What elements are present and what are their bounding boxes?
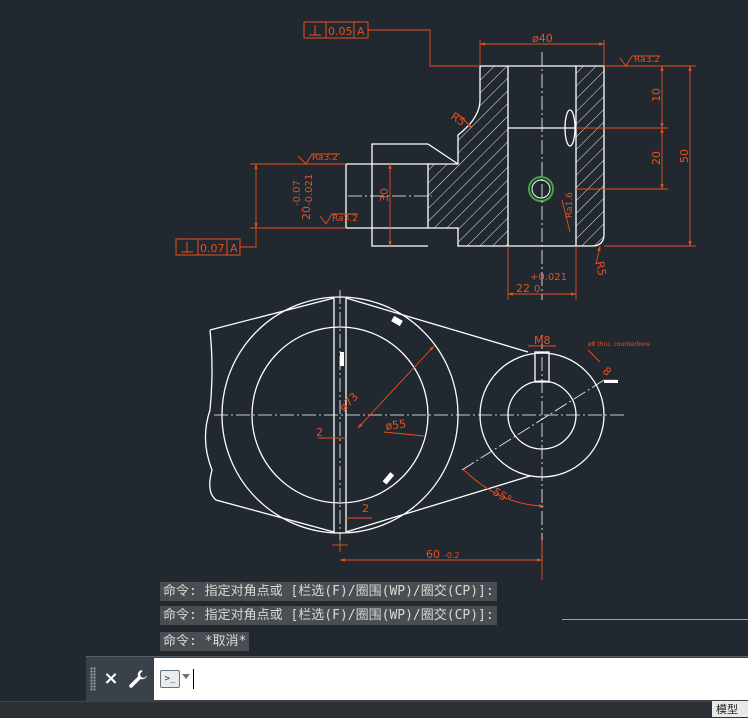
command-history-line: 命令: *取消* xyxy=(160,632,250,651)
dim-m8: M8 xyxy=(534,334,551,347)
drag-grip-handle[interactable] xyxy=(90,667,96,691)
break-line xyxy=(204,297,335,533)
chevron-down-icon[interactable] xyxy=(182,674,190,679)
body-outline xyxy=(427,65,605,247)
front-view[interactable]: ø73 ø55 2 2 M8 ø8 thru, counterbore 8 55… xyxy=(204,290,651,580)
fcf-left-box xyxy=(175,238,241,256)
command-input-area[interactable]: >_ xyxy=(154,658,748,700)
dim-bottom-base: 22 xyxy=(516,282,530,295)
command-prompt-icon[interactable]: >_ xyxy=(160,670,180,688)
close-command-line-button[interactable]: × xyxy=(103,668,119,689)
small-hole xyxy=(564,109,576,147)
customize-button[interactable] xyxy=(126,667,150,691)
top-view[interactable]: 0.05 A 0.07 A ø40 Ra3.2 Ra3.2 Ra3.2 Ra1.… xyxy=(175,21,696,300)
roughness-left: Ra3.2 xyxy=(312,153,338,163)
section-hatch-right xyxy=(576,66,604,246)
roughness-inner-left: Ra3.2 xyxy=(332,214,358,224)
dim-tolerance-upper: -0.07 xyxy=(292,180,303,206)
dim-r5-right: R5 xyxy=(593,260,608,277)
dim-tolerance-lower: -0.021 xyxy=(304,174,315,206)
text-cursor xyxy=(193,669,194,689)
fcf-left-datum: A xyxy=(230,242,238,255)
command-input[interactable] xyxy=(192,668,736,692)
history-divider xyxy=(562,619,748,620)
command-bar: × >_ xyxy=(86,656,748,701)
dim-diameter-top: ø40 xyxy=(532,32,553,45)
dim-30: 30 xyxy=(378,188,391,202)
dim-r5-left: R5 xyxy=(448,110,467,129)
dim-total-50: 50 xyxy=(678,149,691,163)
section-hatch-left xyxy=(428,66,508,246)
tab-model[interactable]: 模型 xyxy=(712,701,748,717)
dim-d55: ø55 xyxy=(385,417,407,433)
highlighted-circle[interactable] xyxy=(528,176,554,202)
dim-r73: ø73 xyxy=(337,390,361,414)
dim-8: 8 xyxy=(600,364,614,378)
fcf-top-datum: A xyxy=(357,25,365,38)
dim-bottom-lower: 0 xyxy=(534,284,540,295)
dim-height-20: 20 xyxy=(650,151,663,165)
command-history-line: 命令: 指定对角点或 [栏选(F)/圈围(WP)/圈交(CP)]: xyxy=(160,582,497,601)
dim-2-bottom: 2 xyxy=(362,502,369,515)
dim-60: 60 xyxy=(426,548,440,561)
dim-hole-note: ø8 thru, counterbore xyxy=(588,341,651,348)
status-bar xyxy=(0,701,748,718)
roughness-top-right: Ra3.2 xyxy=(634,55,660,65)
dim-60-tol: -0.2 xyxy=(444,551,460,560)
dim-2-left: 2 xyxy=(316,426,323,439)
dim-angle: 55° xyxy=(491,485,514,506)
boss-outline xyxy=(371,143,428,247)
command-history-line: 命令: 指定对角点或 [栏选(F)/圈围(WP)/圈交(CP)]: xyxy=(160,606,497,625)
dim-height-10: 10 xyxy=(650,88,663,102)
fcf-top-box xyxy=(303,21,369,39)
roughness-hole: Ra1.6 xyxy=(565,192,575,218)
fcf-left-value: 0.07 xyxy=(200,242,225,255)
wrench-icon xyxy=(129,670,147,688)
dim-tolerance-base: 20 xyxy=(300,206,313,220)
fcf-top-value: 0.05 xyxy=(328,25,353,38)
dim-bottom-upper: +0.021 xyxy=(530,272,567,283)
